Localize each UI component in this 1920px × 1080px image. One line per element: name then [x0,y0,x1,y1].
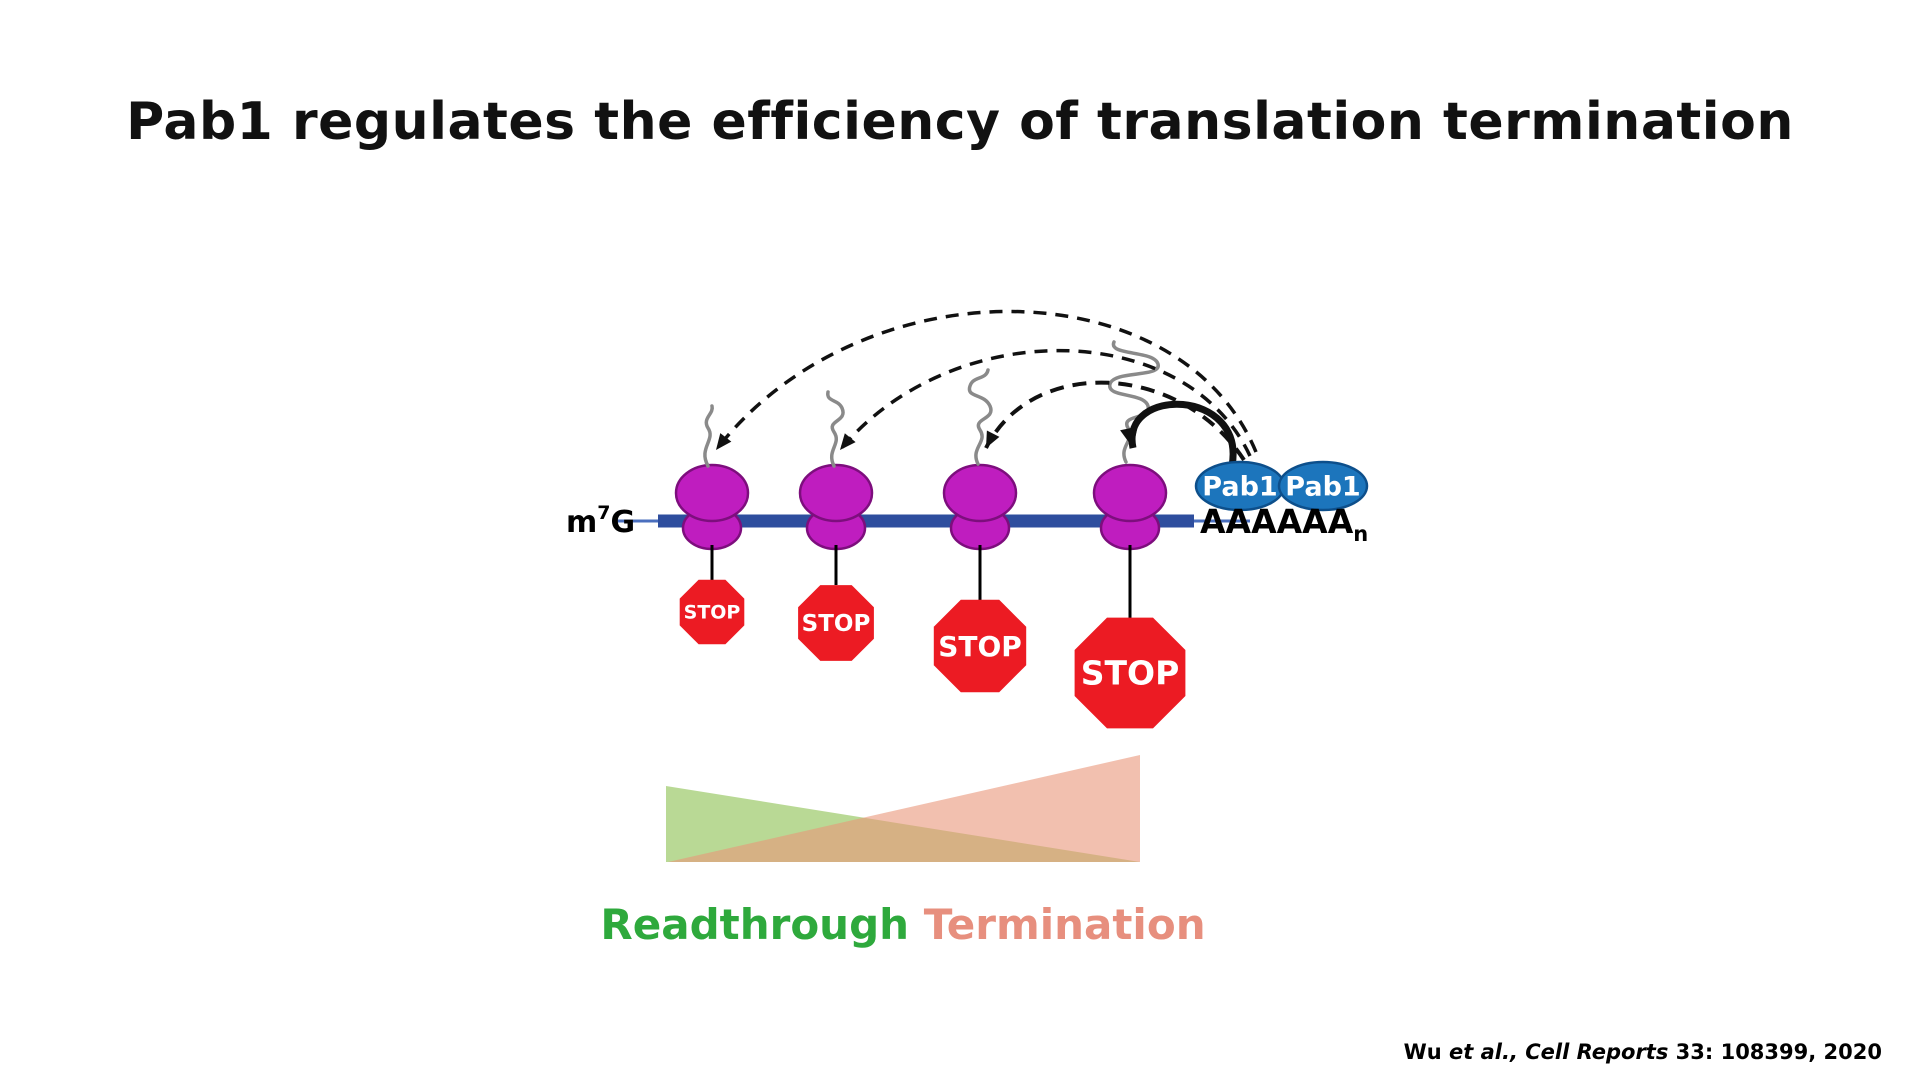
readthrough-label: Readthrough [600,900,910,949]
nascent-peptide-3 [967,368,993,466]
stop-sign-1: STOP [679,579,745,645]
stop-sign-octagon [933,599,1027,693]
ribosome-1 [674,463,750,551]
nascent-peptide-1 [703,404,714,468]
citation-journal: et al., Cell Reports [1449,1040,1669,1064]
recruitment-arc-dashed-3 [984,380,1246,462]
recruitment-arc-dashed-1 [714,309,1258,453]
cap-superscript: 7 [597,502,610,524]
polya-subscript: n [1353,522,1368,546]
pab1-protein-2: Pab1 [1277,460,1369,512]
citation-authors: Wu [1403,1040,1450,1064]
polya-label: AAAAAAn [1200,502,1368,546]
polya-main: AAAAAA [1200,502,1354,541]
cap-g: G [611,505,636,540]
citation: Wu et al., Cell Reports 33: 108399, 2020 [1404,1040,1882,1064]
recruitment-arc-dashed-2 [838,348,1252,457]
ribosome-large-subunit [1092,463,1168,523]
ribosome-large-subunit [674,463,750,523]
cap-base: m [566,505,597,540]
ribosome-2 [798,463,874,551]
nascent-peptide-2 [826,390,845,468]
stop-sign-label: STOP [802,611,871,637]
pab1-label-2: Pab1 [1285,471,1360,502]
termination-gradient-triangle [668,755,1140,862]
cap-label: m7G [566,502,635,540]
stop-sign-octagon [679,579,745,645]
pab1-label-1: Pab1 [1202,471,1277,502]
pab1-protein-1: Pab1 [1194,460,1286,512]
citation-volume: 33: 108399, 2020 [1668,1040,1882,1064]
stop-sign-4: STOP [1074,617,1186,729]
stop-sign-3: STOP [933,599,1027,693]
gradient-legend: Readthrough Termination [553,900,1253,949]
stop-sign-label: STOP [684,602,741,624]
stop-sign-label: STOP [938,630,1022,663]
ribosome-large-subunit [798,463,874,523]
stop-sign-2: STOP [798,585,874,661]
termination-label: Termination [923,900,1206,949]
ribosome-large-subunit [942,463,1018,523]
stop-sign-label: STOP [1081,654,1180,693]
stop-sign-octagon [1074,617,1186,729]
pab1-ellipse-2 [1277,460,1369,512]
ribosome-3 [942,463,1018,551]
slide-title: Pab1 regulates the efficiency of transla… [126,92,1794,152]
ribosome-4 [1092,463,1168,551]
recruitment-arc-solid [1120,400,1237,467]
stop-sign-octagon [798,585,874,661]
